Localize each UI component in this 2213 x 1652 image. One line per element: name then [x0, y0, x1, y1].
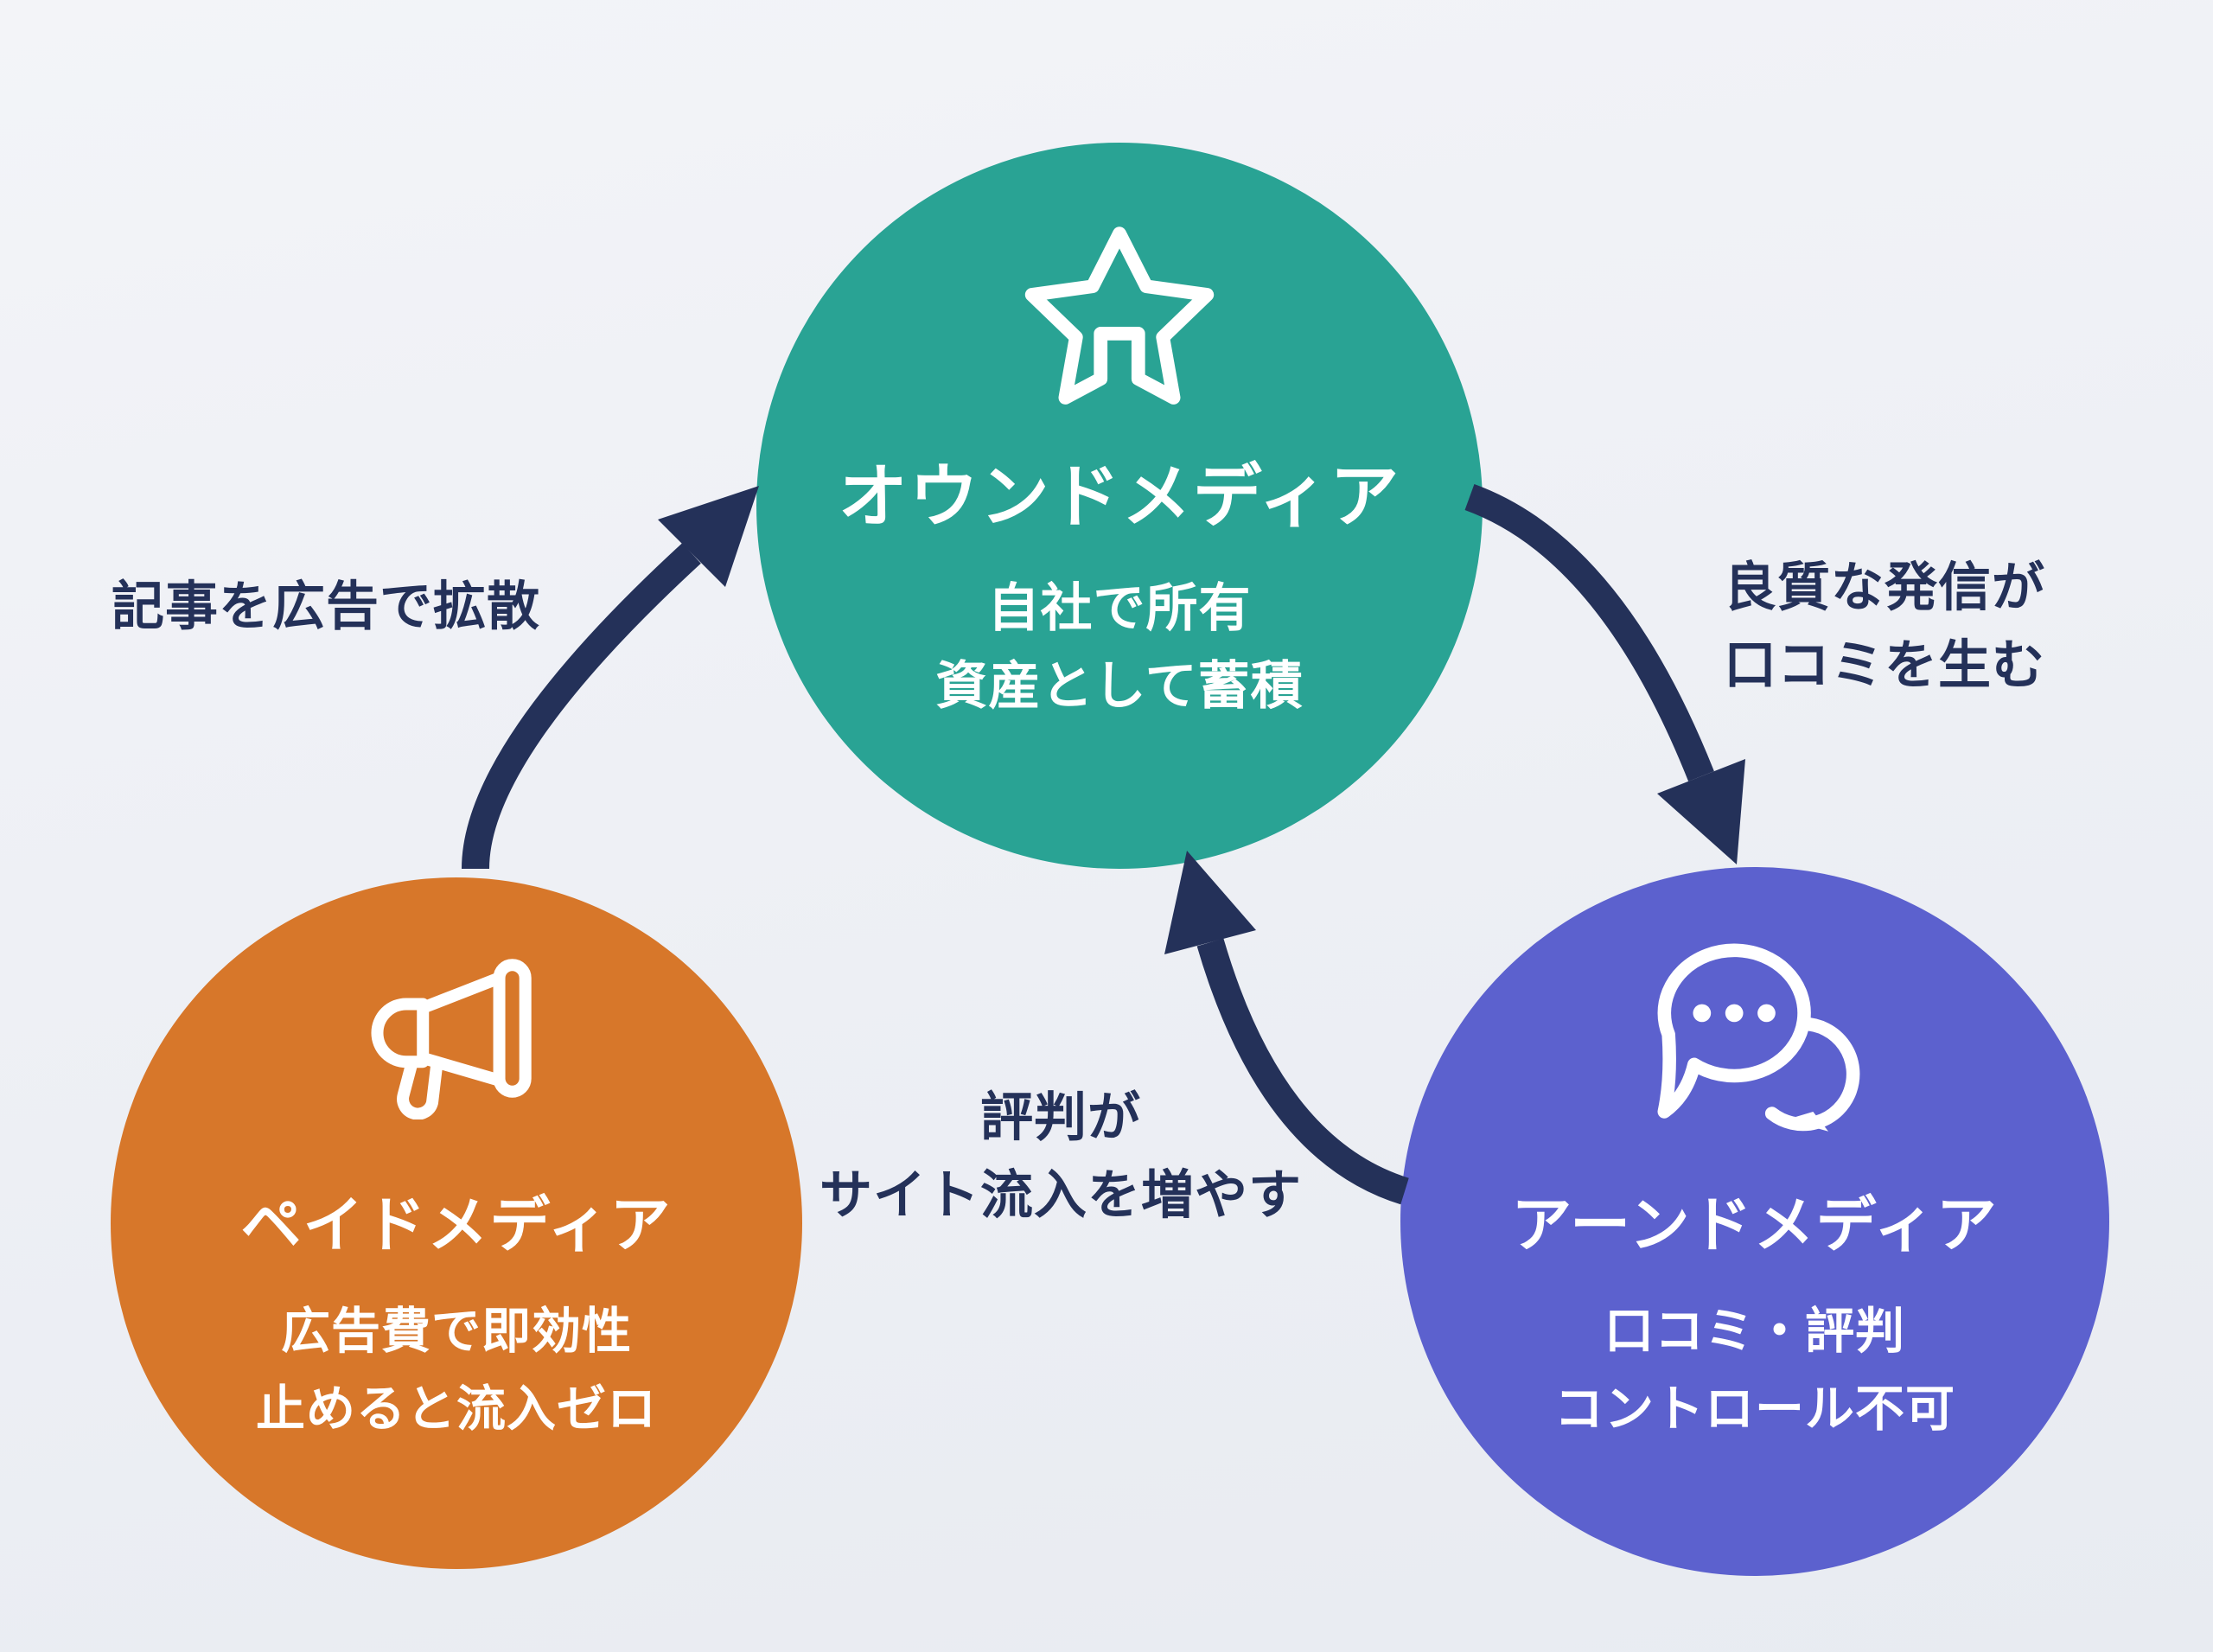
- node-earned-desc-line2: コントロール不可: [1554, 1381, 1955, 1437]
- node-owned-media: オウンドメディア 自社で所有 資産として蓄積: [756, 143, 1483, 869]
- node-owned-desc: 自社で所有 資産として蓄積: [935, 570, 1303, 725]
- label-owned-to-earned-line1: 良質な発信が: [1723, 558, 2046, 616]
- node-owned-desc-line2: 資産として蓄積: [935, 657, 1304, 715]
- label-earned-to-owned-line2: サイト流入を増やす: [819, 1165, 1303, 1224]
- node-earned-desc: 口コミ・評判 コントロール不可: [1554, 1292, 1955, 1448]
- arrow-owned-to-earned: [1464, 483, 1745, 864]
- node-paid-desc-line2: 止めると流入ゼロ: [256, 1381, 657, 1437]
- label-owned-to-earned-line2: 口コミを生む: [1723, 635, 2046, 694]
- node-paid-media: ペイドメディア 広告費で即効性 止めると流入ゼロ: [111, 877, 802, 1569]
- node-owned-title: オウンドメディア: [838, 458, 1401, 535]
- label-earned-to-owned-line1: 評判が: [979, 1088, 1142, 1146]
- node-owned-desc-line1: 自社で所有: [987, 579, 1252, 637]
- chat-bubbles-icon: [1648, 941, 1862, 1137]
- node-paid-desc-line1: 広告費で即効性: [281, 1304, 632, 1359]
- label-earned-to-owned: 評判が サイト流入を増やす: [820, 1078, 1302, 1234]
- node-earned-desc-line1: 口コミ・評判: [1604, 1304, 1905, 1359]
- megaphone-icon: [363, 950, 550, 1120]
- label-owned-to-earned: 良質な発信が 口コミを生む: [1724, 548, 2045, 704]
- label-paid-to-owned: 記事を広告で拡散: [111, 577, 541, 635]
- node-earned-title: アーンドメディア: [1511, 1191, 1999, 1259]
- node-paid-desc: 広告費で即効性 止めると流入ゼロ: [256, 1292, 657, 1448]
- star-icon: [1018, 224, 1221, 419]
- node-paid-title: ペイドメディア: [240, 1191, 673, 1259]
- node-earned-media: アーンドメディア 口コミ・評判 コントロール不可: [1400, 867, 2109, 1576]
- arrow-paid-to-owned: [462, 486, 759, 870]
